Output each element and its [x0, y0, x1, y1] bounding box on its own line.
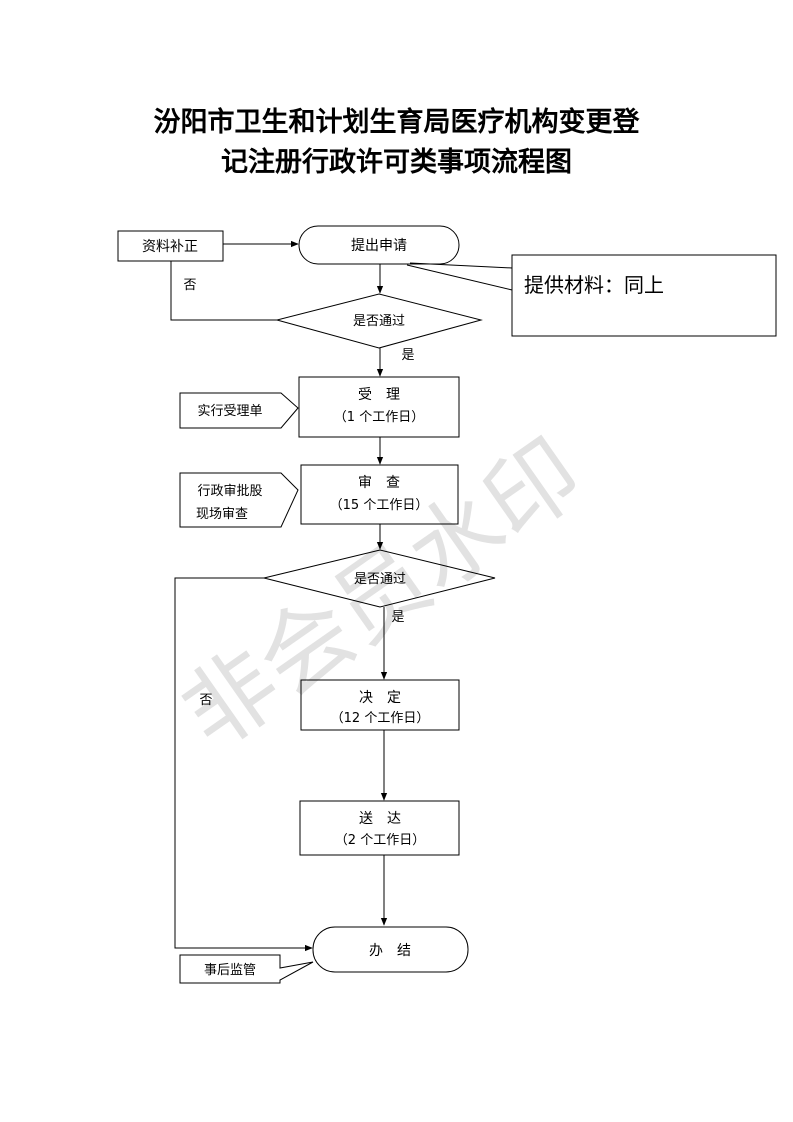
- check2-diamond: [263, 549, 496, 608]
- supplement-label: 资料补正: [142, 239, 198, 255]
- deliver-days: （2 个工作日）: [335, 833, 425, 848]
- yes1-label: 是: [401, 348, 414, 363]
- supervise-note-callout: [179, 954, 314, 984]
- accept-box: [298, 376, 460, 438]
- no1-label: 否: [183, 278, 196, 293]
- no1-loop-line: [170, 261, 277, 321]
- review-days: （15 个工作日）: [330, 498, 429, 513]
- review-title: 审 查: [358, 475, 400, 491]
- complete-label: 办 结: [369, 943, 411, 959]
- submit-label: 提出申请: [351, 238, 407, 254]
- review-note-callout: [179, 472, 299, 528]
- complete-terminal: [312, 926, 469, 973]
- no2-loop-line: [174, 577, 313, 952]
- document-title-line-1: 汾阳市卫生和计划生育局医疗机构变更登: [153, 107, 640, 138]
- accept-title: 受 理: [358, 387, 400, 403]
- supervise-note-label: 事后监管: [204, 963, 256, 978]
- check1-label: 是否通过: [353, 314, 405, 329]
- accept-note-callout: [179, 392, 299, 429]
- materials-callout-line-b: [409, 262, 513, 269]
- check1-diamond: [275, 293, 483, 349]
- decision-days: （12 个工作日）: [331, 711, 430, 726]
- submit-terminal: [298, 225, 460, 265]
- review-note-line1: 行政审批股: [197, 484, 262, 499]
- check2-label: 是否通过: [354, 572, 406, 587]
- materials-callout-line-a: [406, 264, 513, 291]
- materials-note-box: [511, 254, 777, 337]
- review-note-line2: 现场审查: [196, 507, 248, 522]
- decision-box: [300, 679, 460, 731]
- deliver-box: [299, 800, 460, 856]
- accept-days: （1 个工作日）: [334, 410, 424, 425]
- no2-label: 否: [199, 693, 212, 708]
- materials-note-label: 提供材料：同上: [524, 273, 664, 297]
- document-title-line-2: 记注册行政许可类事项流程图: [221, 147, 572, 178]
- accept-note-label: 实行受理单: [197, 404, 262, 419]
- decision-title: 决 定: [359, 690, 401, 706]
- yes2-label: 是: [391, 610, 404, 625]
- deliver-title: 送 达: [359, 811, 401, 827]
